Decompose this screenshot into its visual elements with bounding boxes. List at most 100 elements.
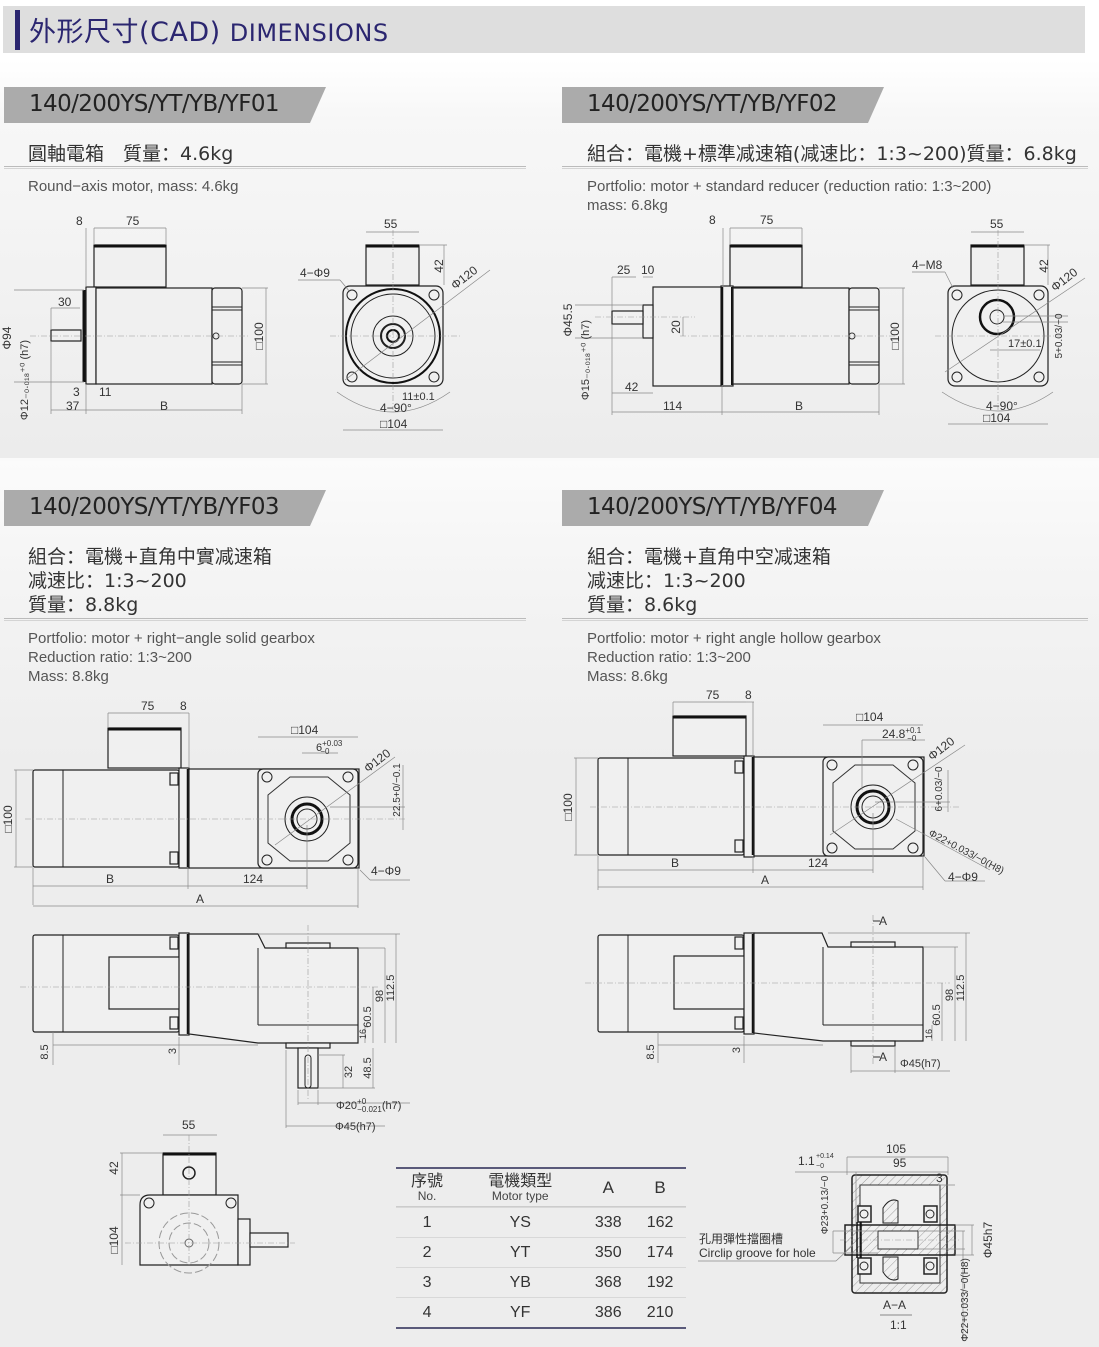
svg-text:4−Φ9: 4−Φ9 — [300, 266, 330, 280]
cell-a: 386 — [582, 1297, 635, 1327]
divider — [4, 166, 526, 169]
svg-text:Φ15₋₀.₀₁₈⁺⁰ (h7): Φ15₋₀.₀₁₈⁺⁰ (h7) — [580, 320, 592, 400]
svg-text:A: A — [879, 1050, 887, 1064]
svg-text:3: 3 — [73, 385, 80, 399]
svg-text:37: 37 — [66, 399, 80, 413]
svg-text:−0: −0 — [816, 1163, 824, 1170]
en-description: Round−axis motor, mass: 4.6kg — [28, 177, 239, 196]
svg-text:112.5: 112.5 — [385, 975, 397, 1002]
divider — [4, 618, 526, 621]
model-title: 140/200YS/YT/YB/YF01 — [29, 91, 279, 117]
svg-text:60.5: 60.5 — [362, 1006, 374, 1027]
svg-text:B: B — [160, 399, 168, 413]
svg-text:Φ120: Φ120 — [361, 746, 393, 775]
cn-line: 組合：電機+直角中實减速箱 — [28, 546, 272, 568]
model-title: 140/200YS/YT/YB/YF03 — [29, 494, 279, 520]
cell-b: 174 — [634, 1237, 686, 1267]
cell-b: 210 — [634, 1297, 686, 1327]
svg-text:4−M8: 4−M8 — [912, 258, 943, 272]
svg-text:8: 8 — [709, 213, 716, 227]
cn-line: 質量：8.6kg — [587, 594, 698, 616]
svg-text:8.5: 8.5 — [645, 1044, 657, 1059]
en-description: Portfolio: motor + standard reducer (red… — [587, 177, 991, 215]
svg-text:□104: □104 — [380, 417, 408, 431]
svg-text:3: 3 — [731, 1047, 743, 1053]
svg-text:□100: □100 — [252, 322, 266, 350]
col-a: A — [582, 1169, 635, 1207]
table-row: 1 YS 338 162 — [396, 1207, 686, 1237]
svg-text:4−Φ9: 4−Φ9 — [371, 864, 401, 878]
table-row: 3 YB 368 192 — [396, 1267, 686, 1297]
en-line: Round−axis motor, mass: 4.6kg — [28, 178, 239, 195]
svg-text:Circlip groove for hole: Circlip groove for hole — [699, 1246, 816, 1260]
model-title: 140/200YS/YT/YB/YF04 — [587, 494, 837, 520]
yf03-top-view-drawing: 75 8 □104 6+0.03−0 Φ120 22.5+0/−0.1 □100… — [1, 699, 410, 908]
divider — [562, 166, 1088, 169]
model-tab-yf04: 140/200YS/YT/YB/YF04 — [562, 490, 884, 526]
svg-text:48.5: 48.5 — [362, 1057, 374, 1078]
cn-line: 减速比：1:3~200 — [587, 570, 746, 592]
svg-text:A: A — [196, 892, 204, 906]
model-tab-yf01: 140/200YS/YT/YB/YF01 — [4, 87, 326, 123]
svg-text:Φ120: Φ120 — [1048, 265, 1080, 294]
yf01-side-view-drawing: 8 75 30 Φ94 Φ12₋₀.₀₁₈⁺⁰ (h7) 37 B 3 11 □… — [0, 214, 268, 420]
cn-line: 組合：電機+標準减速箱(减速比：1:3~200)質量：6.8kg — [587, 143, 1077, 165]
en-line: Portfolio: motor + right angle hollow ge… — [587, 630, 881, 647]
svg-text:Φ45.5: Φ45.5 — [561, 303, 575, 336]
en-description: Portfolio: motor + right−angle solid gea… — [28, 629, 315, 686]
svg-text:□104: □104 — [983, 411, 1011, 425]
svg-text:95: 95 — [893, 1156, 907, 1170]
yf01-front-view-drawing: 55 42 4−Φ9 Φ120 11±0.1 4−90° □104 — [298, 217, 491, 431]
svg-text:32: 32 — [343, 1066, 355, 1078]
svg-text:□104: □104 — [107, 1226, 121, 1254]
svg-text:□100: □100 — [1, 805, 15, 833]
svg-text:A−A: A−A — [883, 1298, 906, 1312]
svg-text:A: A — [879, 914, 887, 928]
svg-text:5+0.03/−0: 5+0.03/−0 — [1054, 313, 1065, 358]
svg-text:4−90°: 4−90° — [380, 401, 412, 415]
cell-no: 1 — [396, 1207, 459, 1237]
svg-text:75: 75 — [141, 699, 155, 713]
cn-line: 組合：電機+直角中空减速箱 — [587, 546, 831, 568]
svg-text:4−Φ9: 4−Φ9 — [948, 870, 978, 884]
svg-text:B: B — [795, 399, 803, 413]
en-description: Portfolio: motor + right angle hollow ge… — [587, 629, 881, 686]
model-tab-yf03: 140/200YS/YT/YB/YF03 — [4, 490, 326, 526]
svg-text:□100: □100 — [888, 322, 902, 350]
svg-text:1:1: 1:1 — [890, 1318, 907, 1332]
table-row: 4 YF 386 210 — [396, 1297, 686, 1327]
svg-text:Φ12₋₀.₀₁₈⁺⁰ (h7): Φ12₋₀.₀₁₈⁺⁰ (h7) — [19, 340, 31, 420]
cell-a: 350 — [582, 1237, 635, 1267]
svg-text:124: 124 — [808, 856, 828, 870]
yf02-front-view-drawing: 55 42 4−M8 Φ120 17±0.1 5+0.03/−0 4−90° □… — [912, 217, 1086, 425]
page-header: 外形尺寸(CAD) DIMENSIONS — [3, 6, 1085, 53]
svg-text:3: 3 — [167, 1048, 179, 1054]
en-line: Reduction ratio: 1:3~200 — [28, 649, 192, 666]
yf03-end-view-drawing: 55 42 □104 — [107, 1118, 295, 1274]
table-row: 2 YT 350 174 — [396, 1237, 686, 1267]
svg-text:□104: □104 — [856, 710, 884, 724]
svg-text:4−90°: 4−90° — [986, 399, 1018, 413]
cn-line: 圓軸電箱 質量：4.6kg — [28, 143, 234, 165]
svg-text:55: 55 — [990, 217, 1004, 231]
yf04-top-view-drawing: 75 8 □104 24.8+0.1−0 Φ120 6+0.03/−0 Φ22+… — [561, 688, 1006, 890]
cell-no: 4 — [396, 1297, 459, 1327]
svg-text:55: 55 — [182, 1118, 196, 1132]
svg-text:8: 8 — [76, 214, 83, 228]
cell-no: 3 — [396, 1267, 459, 1297]
svg-text:25: 25 — [617, 263, 631, 277]
svg-text:□104: □104 — [291, 723, 319, 737]
svg-text:8: 8 — [180, 699, 187, 713]
svg-text:16: 16 — [924, 1029, 934, 1039]
svg-text:20: 20 — [669, 320, 683, 334]
en-line: Portfolio: motor + standard reducer (red… — [587, 178, 992, 195]
en-line: Reduction ratio: 1:3~200 — [587, 649, 751, 666]
yf02-side-view-drawing: 8 75 25 10 Φ45.5 Φ15₋₀.₀₁₈⁺⁰ (h7) 20 42 … — [561, 213, 905, 415]
svg-text:75: 75 — [760, 213, 774, 227]
col-b: B — [634, 1169, 686, 1207]
en-line: Mass: 8.6kg — [587, 668, 668, 685]
svg-text:B: B — [671, 856, 679, 870]
cell-a: 338 — [582, 1207, 635, 1237]
